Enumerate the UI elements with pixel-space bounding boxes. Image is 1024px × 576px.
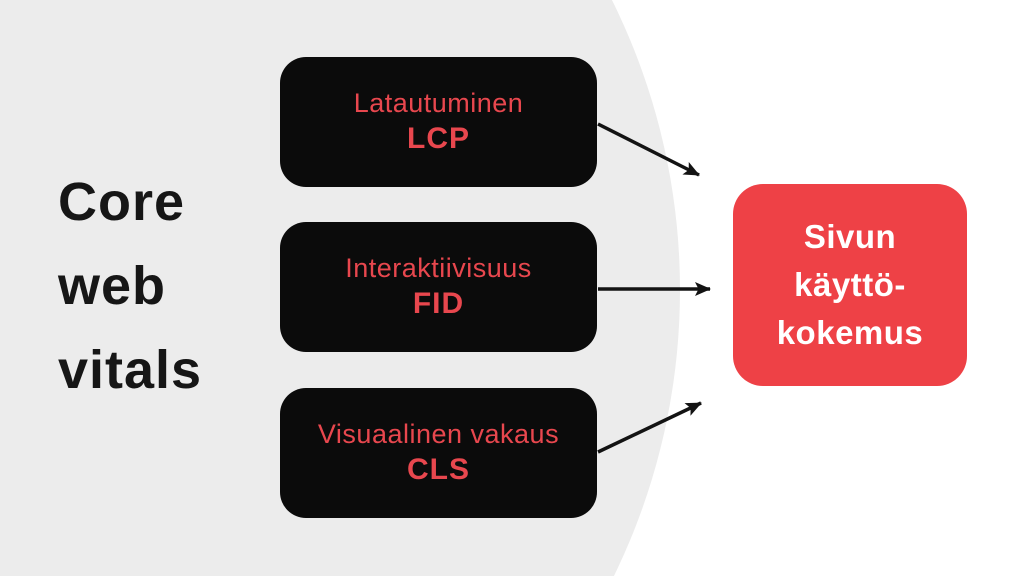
node-fid: Interaktiivisuus FID xyxy=(280,222,597,352)
title-line-2: web xyxy=(58,256,167,316)
node-cls-label: Visuaalinen vakaus xyxy=(317,419,560,449)
diagram-title: Core web vitals xyxy=(58,160,278,412)
node-lcp-acronym: LCP xyxy=(407,122,470,155)
node-cls-acronym: CLS xyxy=(407,453,470,486)
outcome-line-2: käyttö- xyxy=(794,266,906,303)
outcome-box: Sivun käyttö- kokemus xyxy=(733,184,967,386)
node-lcp: Latautuminen LCP xyxy=(280,57,597,187)
node-lcp-label: Latautuminen xyxy=(353,88,524,118)
node-fid-label: Interaktiivisuus xyxy=(345,253,532,283)
title-line-1: Core xyxy=(58,172,186,232)
node-fid-acronym: FID xyxy=(412,287,465,320)
node-cls: Visuaalinen vakaus CLS xyxy=(280,388,597,518)
title-line-3: vitals xyxy=(58,340,203,400)
outcome-line-3: kokemus xyxy=(776,314,924,351)
outcome-line-1: Sivun xyxy=(803,218,897,255)
